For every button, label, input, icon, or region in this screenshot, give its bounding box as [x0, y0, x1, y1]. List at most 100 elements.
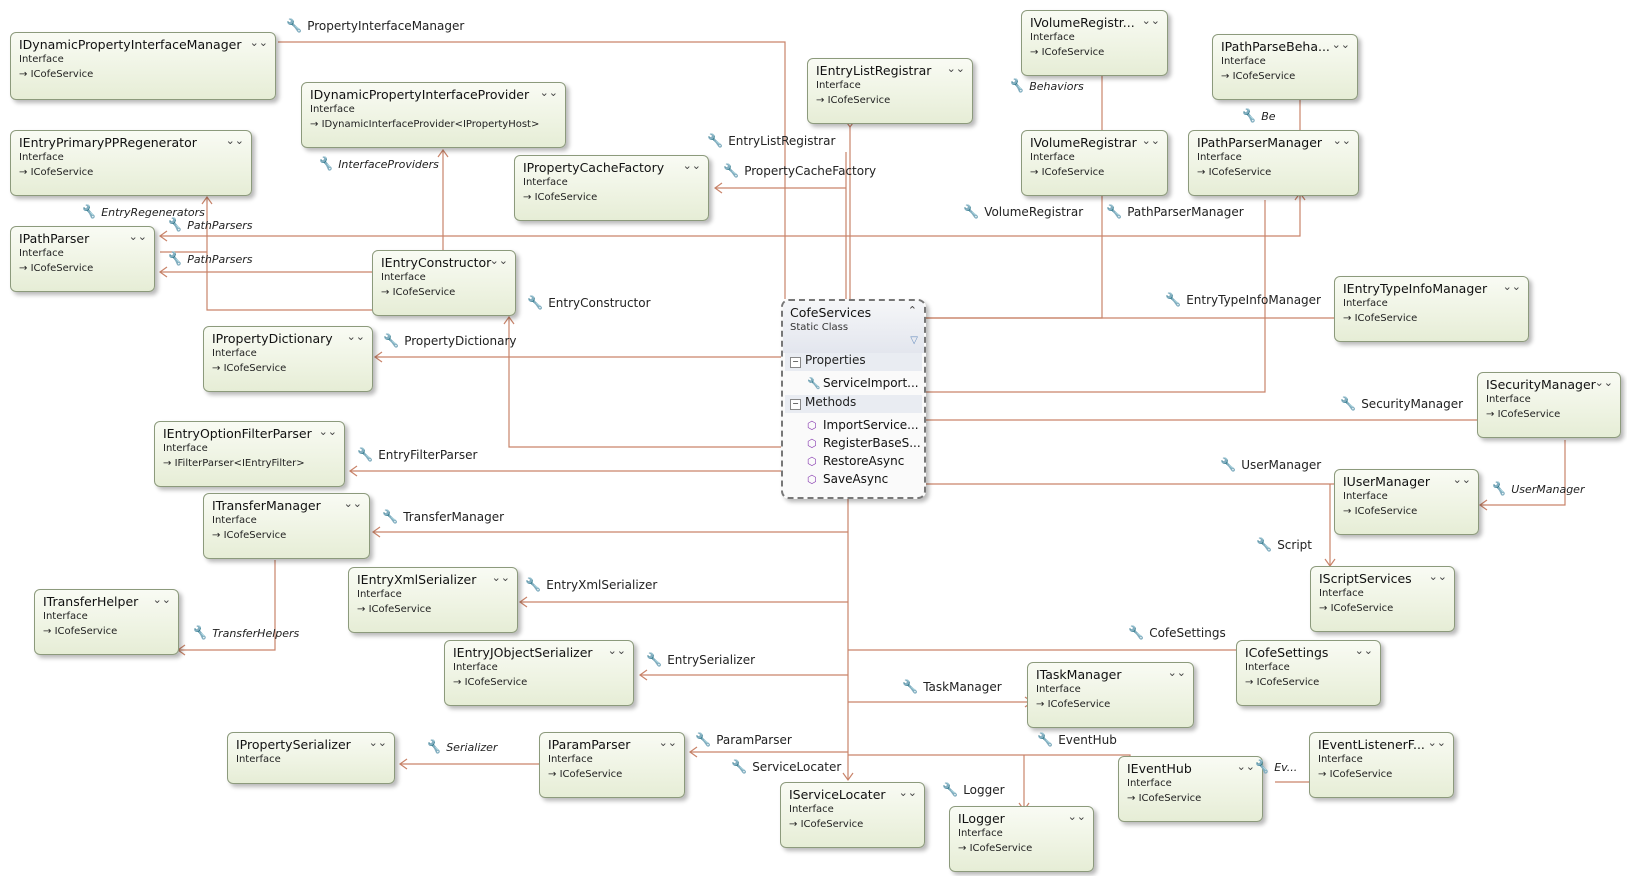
expand-chevron-icon[interactable]: ⌄⌄ — [128, 230, 147, 243]
connector-label[interactable]: 🔧SecurityManager — [1340, 397, 1463, 412]
interface-box-ientryxmlserializer[interactable]: IEntryXmlSerializer⌄⌄Interface→ ICofeSer… — [348, 567, 518, 633]
expand-chevron-icon[interactable]: ⌄⌄ — [658, 736, 677, 749]
expand-chevron-icon[interactable]: ⌄⌄ — [1167, 666, 1186, 679]
expand-chevron-icon[interactable]: ⌄⌄ — [1428, 570, 1447, 583]
connector-label[interactable]: 🔧Behaviors — [1008, 79, 1084, 94]
expand-chevron-icon[interactable]: ⌄⌄ — [346, 330, 365, 343]
expand-chevron-icon[interactable]: ⌄⌄ — [1141, 134, 1160, 147]
connector-label[interactable]: 🔧Script — [1256, 538, 1312, 553]
expand-chevron-icon[interactable]: ⌄⌄ — [1452, 473, 1471, 486]
expand-chevron-icon[interactable]: ⌄⌄ — [1354, 644, 1373, 657]
interface-box-ilogger[interactable]: ILogger⌄⌄Interface→ ICofeService — [949, 806, 1094, 872]
member-restore-async[interactable]: ⬡RestoreAsync — [807, 454, 904, 468]
collapse-chevron-icon[interactable]: ⌃ — [907, 304, 917, 317]
connector-label[interactable]: 🔧InterfaceProviders — [317, 157, 439, 172]
expand-chevron-icon[interactable]: ⌄⌄ — [318, 425, 337, 438]
expand-chevron-icon[interactable]: ⌄⌄ — [898, 786, 917, 799]
interface-box-iservicelocater[interactable]: IServiceLocater⌄⌄Interface→ ICofeService — [780, 782, 925, 848]
connector-label[interactable]: 🔧Serializer — [425, 740, 497, 755]
expand-chevron-icon[interactable]: ⌄⌄ — [225, 134, 244, 147]
connector-label[interactable]: 🔧PathParserManager — [1106, 205, 1244, 220]
interface-box-ieventhub[interactable]: IEventHub⌄⌄Interface→ ICofeService — [1118, 756, 1263, 822]
interface-box-ientrytypeinfomanager[interactable]: IEntryTypeInfoManager⌄⌄Interface→ ICofeS… — [1334, 276, 1529, 342]
connector-label[interactable]: 🔧ServiceLocater — [731, 760, 841, 775]
filter-icon[interactable]: ▽ — [910, 335, 918, 346]
interface-box-iscriptservices[interactable]: IScriptServices⌄⌄Interface→ ICofeService — [1310, 566, 1455, 632]
interface-box-ientrylistregistrar[interactable]: IEntryListRegistrar⌄⌄Interface→ ICofeSer… — [807, 58, 973, 124]
interface-box-ivolumeregistrar[interactable]: IVolumeRegistrar⌄⌄Interface→ ICofeServic… — [1021, 130, 1168, 196]
expand-chevron-icon[interactable]: ⌄⌄ — [489, 254, 508, 267]
interface-box-itransfermanager[interactable]: ITransferManager⌄⌄Interface→ ICofeServic… — [203, 493, 370, 559]
connector-label[interactable]: 🔧EntrySerializer — [646, 653, 755, 668]
connector-label[interactable]: 🔧EntryRegenerators — [80, 205, 205, 220]
connector-label[interactable]: 🔧EventHub — [1037, 733, 1117, 748]
methods-section[interactable]: −Methods — [785, 395, 922, 413]
connector-label[interactable]: 🔧UserManager — [1220, 458, 1321, 473]
expand-chevron-icon[interactable]: ⌄⌄ — [1331, 38, 1350, 51]
interface-box-iparamparser[interactable]: IParamParser⌄⌄Interface→ ICofeService — [539, 732, 685, 798]
connector-label[interactable]: 🔧Ev... — [1253, 760, 1297, 775]
expand-chevron-icon[interactable]: ⌄⌄ — [343, 497, 362, 510]
expand-chevron-icon[interactable]: ⌄⌄ — [1594, 376, 1613, 389]
collapse-toggle-icon[interactable]: − — [790, 399, 801, 410]
interface-box-ieventlistenerf[interactable]: IEventListenerF...⌄⌄Interface→ ICofeServ… — [1309, 732, 1454, 798]
interface-box-icofesettings[interactable]: ICofeSettings⌄⌄Interface→ ICofeService — [1236, 640, 1381, 706]
interface-box-itransferhelper[interactable]: ITransferHelper⌄⌄Interface→ ICofeService — [34, 589, 179, 655]
interface-box-idynamicpropertyinterfacemanager[interactable]: IDynamicPropertyInterfaceManager⌄⌄Interf… — [10, 32, 276, 100]
connector-label[interactable]: 🔧PropertyInterfaceManager — [286, 19, 464, 34]
member-save-async[interactable]: ⬡SaveAsync — [807, 472, 888, 486]
properties-section[interactable]: −Properties — [785, 353, 922, 371]
interface-box-ipathparsermanager[interactable]: IPathParserManager⌄⌄Interface→ ICofeServ… — [1188, 130, 1359, 196]
interface-box-ivolumeregistr[interactable]: IVolumeRegistr...⌄⌄Interface→ ICofeServi… — [1021, 10, 1168, 76]
interface-box-ientryjobjectserializer[interactable]: IEntryJObjectSerializer⌄⌄Interface→ ICof… — [444, 640, 634, 706]
expand-chevron-icon[interactable]: ⌄⌄ — [1067, 810, 1086, 823]
expand-chevron-icon[interactable]: ⌄⌄ — [368, 736, 387, 749]
cofeservices-class[interactable]: CofeServices Static Class ⌃ ▽ −Propertie… — [781, 299, 926, 499]
interface-box-idynamicpropertyinterfaceprovider[interactable]: IDynamicPropertyInterfaceProvider⌄⌄Inter… — [301, 82, 566, 148]
expand-chevron-icon[interactable]: ⌄⌄ — [491, 571, 510, 584]
expand-chevron-icon[interactable]: ⌄⌄ — [152, 593, 171, 606]
member-service-import[interactable]: 🔧ServiceImport... — [807, 376, 919, 390]
connector-label[interactable]: 🔧PathParsers — [166, 252, 253, 267]
connector-label[interactable]: 🔧VolumeRegistrar — [963, 205, 1083, 220]
interface-box-itaskmanager[interactable]: ITaskManager⌄⌄Interface→ ICofeService — [1027, 662, 1194, 728]
interface-box-isecuritymanager[interactable]: ISecurityManager⌄⌄Interface→ ICofeServic… — [1477, 372, 1621, 438]
connector-label[interactable]: 🔧EntryTypeInfoManager — [1165, 293, 1321, 308]
interface-box-ientryoptionfilterparser[interactable]: IEntryOptionFilterParser⌄⌄Interface→ IFi… — [154, 421, 345, 487]
connector-label[interactable]: 🔧Be — [1240, 109, 1276, 124]
connector-label[interactable]: 🔧UserManager — [1490, 482, 1584, 497]
member-register-base[interactable]: ⬡RegisterBaseS... — [807, 436, 921, 450]
interface-box-ipathparsebeha[interactable]: IPathParseBeha...⌄⌄Interface→ ICofeServi… — [1212, 34, 1358, 100]
interface-box-ipropertyserializer[interactable]: IPropertySerializer⌄⌄Interface — [227, 732, 395, 784]
interface-box-ientryconstructor[interactable]: IEntryConstructor⌄⌄Interface→ ICofeServi… — [372, 250, 516, 316]
connector-label[interactable]: 🔧ParamParser — [695, 733, 792, 748]
expand-chevron-icon[interactable]: ⌄⌄ — [1332, 134, 1351, 147]
interface-box-ipropertydictionary[interactable]: IPropertyDictionary⌄⌄Interface→ ICofeSer… — [203, 326, 373, 392]
connector-label[interactable]: 🔧EntryXmlSerializer — [525, 578, 657, 593]
connector-label[interactable]: 🔧EntryListRegistrar — [707, 134, 835, 149]
interface-box-ipathparser[interactable]: IPathParser⌄⌄Interface→ ICofeService — [10, 226, 155, 292]
connector-label[interactable]: 🔧PropertyDictionary — [383, 334, 517, 349]
expand-chevron-icon[interactable]: ⌄⌄ — [1427, 736, 1446, 749]
expand-chevron-icon[interactable]: ⌄⌄ — [1236, 760, 1255, 773]
connector-label[interactable]: 🔧PathParsers — [166, 218, 253, 233]
interface-box-iusermanager[interactable]: IUserManager⌄⌄Interface→ ICofeService — [1334, 469, 1479, 535]
member-import-service[interactable]: ⬡ImportService... — [807, 418, 919, 432]
connector-label[interactable]: 🔧TransferManager — [382, 510, 504, 525]
expand-chevron-icon[interactable]: ⌄⌄ — [1502, 280, 1521, 293]
expand-chevron-icon[interactable]: ⌄⌄ — [682, 159, 701, 172]
connector-label[interactable]: 🔧Logger — [942, 783, 1005, 798]
expand-chevron-icon[interactable]: ⌄⌄ — [249, 36, 268, 49]
expand-chevron-icon[interactable]: ⌄⌄ — [607, 644, 626, 657]
interface-box-ientryprimaryppregenerator[interactable]: IEntryPrimaryPPRegenerator⌄⌄Interface→ I… — [10, 130, 252, 196]
expand-chevron-icon[interactable]: ⌄⌄ — [946, 62, 965, 75]
connector-label[interactable]: 🔧PropertyCacheFactory — [723, 164, 876, 179]
connector-label[interactable]: 🔧EntryConstructor — [527, 296, 651, 311]
interface-box-ipropertycachefactory[interactable]: IPropertyCacheFactory⌄⌄Interface→ ICofeS… — [514, 155, 709, 221]
expand-chevron-icon[interactable]: ⌄⌄ — [1141, 14, 1160, 27]
connector-label[interactable]: 🔧TaskManager — [902, 680, 1002, 695]
connector-label[interactable]: 🔧TransferHelpers — [191, 626, 299, 641]
collapse-toggle-icon[interactable]: − — [790, 357, 801, 368]
expand-chevron-icon[interactable]: ⌄⌄ — [539, 86, 558, 99]
connector-label[interactable]: 🔧CofeSettings — [1128, 626, 1226, 641]
